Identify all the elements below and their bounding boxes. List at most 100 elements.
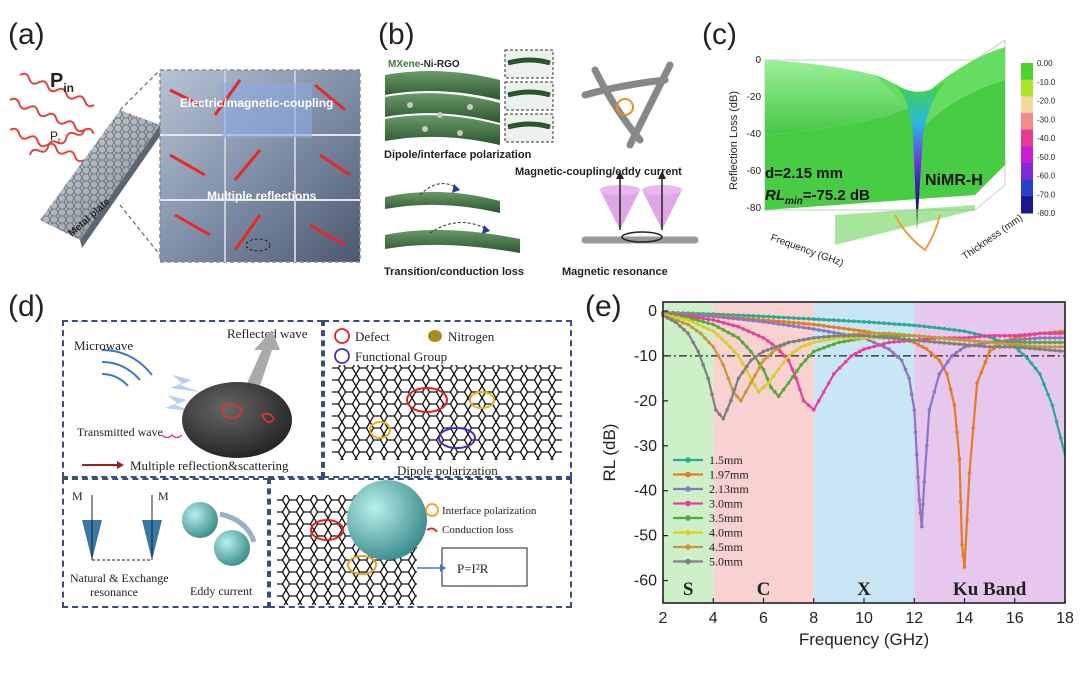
series-point <box>952 403 957 408</box>
legend-marker <box>685 544 691 550</box>
series-point <box>942 326 947 331</box>
series-point <box>872 340 876 345</box>
x-tick-label: 2 <box>659 610 668 627</box>
eddy-label: Eddy current <box>190 584 253 598</box>
moment-label-1: M <box>72 489 83 503</box>
legend-label: 3.5mm <box>709 511 743 525</box>
series-point <box>726 376 731 381</box>
series-point <box>927 325 932 329</box>
series-point <box>867 331 871 336</box>
series-point <box>987 333 992 338</box>
series-point <box>922 479 927 484</box>
legend: 1.5mm1.97mm2.13mm3.0mm3.5mm4.0mm4.5mm5.0… <box>673 453 749 569</box>
series-point <box>857 333 861 338</box>
series-point <box>997 341 1002 346</box>
series-point <box>724 340 728 345</box>
series-point <box>736 317 741 321</box>
series-point <box>867 334 871 338</box>
series-point <box>812 340 816 345</box>
series-point <box>781 315 786 320</box>
series-point <box>972 331 977 336</box>
series-point <box>897 332 901 337</box>
series-point <box>817 339 821 344</box>
x-axis-label: Frequency (GHz) <box>769 232 845 269</box>
series-point <box>711 345 716 349</box>
series-point <box>761 367 766 372</box>
microwave-waves <box>101 349 153 387</box>
series-point <box>686 331 690 336</box>
legend-label: 2.13mm <box>709 482 749 496</box>
dipole-label: Dipole polarization <box>397 463 498 478</box>
series-point <box>706 321 710 325</box>
series-point <box>997 333 1002 338</box>
series-point <box>952 328 957 332</box>
series-point <box>770 346 774 351</box>
series-point <box>774 345 778 349</box>
series-point <box>1038 372 1042 376</box>
moment-label-2: M <box>158 489 169 503</box>
series-point <box>925 444 929 448</box>
panel-d-illustration: Microwave Reflected wave Transmitted wav… <box>70 326 562 605</box>
series-point <box>711 329 716 333</box>
series-point <box>1033 336 1037 341</box>
series-point <box>798 387 802 392</box>
series-point <box>761 385 766 390</box>
series-point <box>1043 345 1047 349</box>
series-point <box>827 337 831 342</box>
series-point <box>842 318 846 323</box>
series-point <box>817 317 821 322</box>
series-point <box>735 394 739 399</box>
series-point <box>669 318 674 322</box>
series-point <box>837 366 842 370</box>
nitrogen-label: Nitrogen <box>448 329 495 344</box>
series-point <box>765 348 770 352</box>
series-point <box>731 316 736 321</box>
series-point <box>1059 436 1063 441</box>
series-point <box>877 321 881 325</box>
series-point <box>887 347 891 351</box>
series-point <box>796 325 801 329</box>
series-point <box>822 390 826 394</box>
x-tick-label: 16 <box>1006 610 1024 627</box>
series-point <box>977 339 982 344</box>
series-point <box>843 360 848 364</box>
series-point <box>887 340 891 345</box>
series-point <box>799 363 803 367</box>
functional-label: Functional Group <box>355 349 447 364</box>
series-point <box>937 358 942 363</box>
series-point <box>726 330 731 335</box>
series-point <box>812 317 816 321</box>
panel-label-c: (c) <box>702 18 737 51</box>
series-point <box>987 349 992 354</box>
formula-label: P=I²R <box>457 561 489 576</box>
series-point <box>832 337 836 341</box>
series-point <box>1053 348 1057 353</box>
y-axis-label: Thickness (mm) <box>960 213 1025 263</box>
series-point <box>736 354 741 358</box>
series-point <box>927 339 932 344</box>
series-point <box>701 363 705 367</box>
fiber-network <box>581 61 674 149</box>
series-point <box>694 328 699 333</box>
series-point <box>832 318 836 322</box>
series-point <box>929 351 933 355</box>
series-point <box>803 358 808 363</box>
series-point <box>703 336 707 340</box>
series-point <box>791 316 796 320</box>
series-point <box>872 344 876 349</box>
incident-wave-group <box>9 72 95 163</box>
series-point <box>827 318 831 322</box>
series-point <box>716 325 721 329</box>
series-point <box>962 338 967 342</box>
metal-plate <box>40 110 162 248</box>
series-point <box>877 343 881 347</box>
magnetic-particle <box>347 480 427 560</box>
series-point <box>982 334 987 338</box>
series-point <box>882 331 886 336</box>
x-tick-label: 12 <box>905 610 923 627</box>
precession-cones <box>82 495 162 561</box>
series-point <box>1028 346 1032 351</box>
series-point <box>937 340 942 345</box>
series-point <box>761 314 766 319</box>
